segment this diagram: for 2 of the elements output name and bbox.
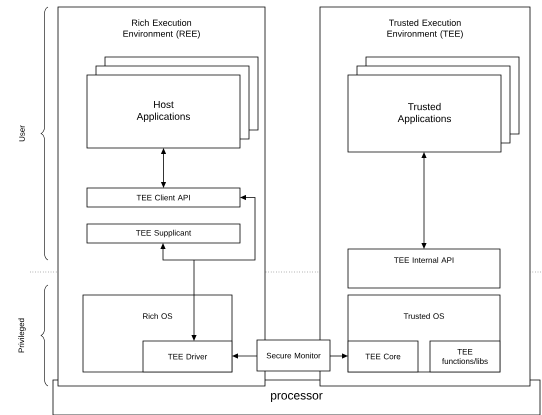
application-stack: Trusted Applications xyxy=(348,56,520,152)
application-stack: Host Applications xyxy=(86,56,258,148)
